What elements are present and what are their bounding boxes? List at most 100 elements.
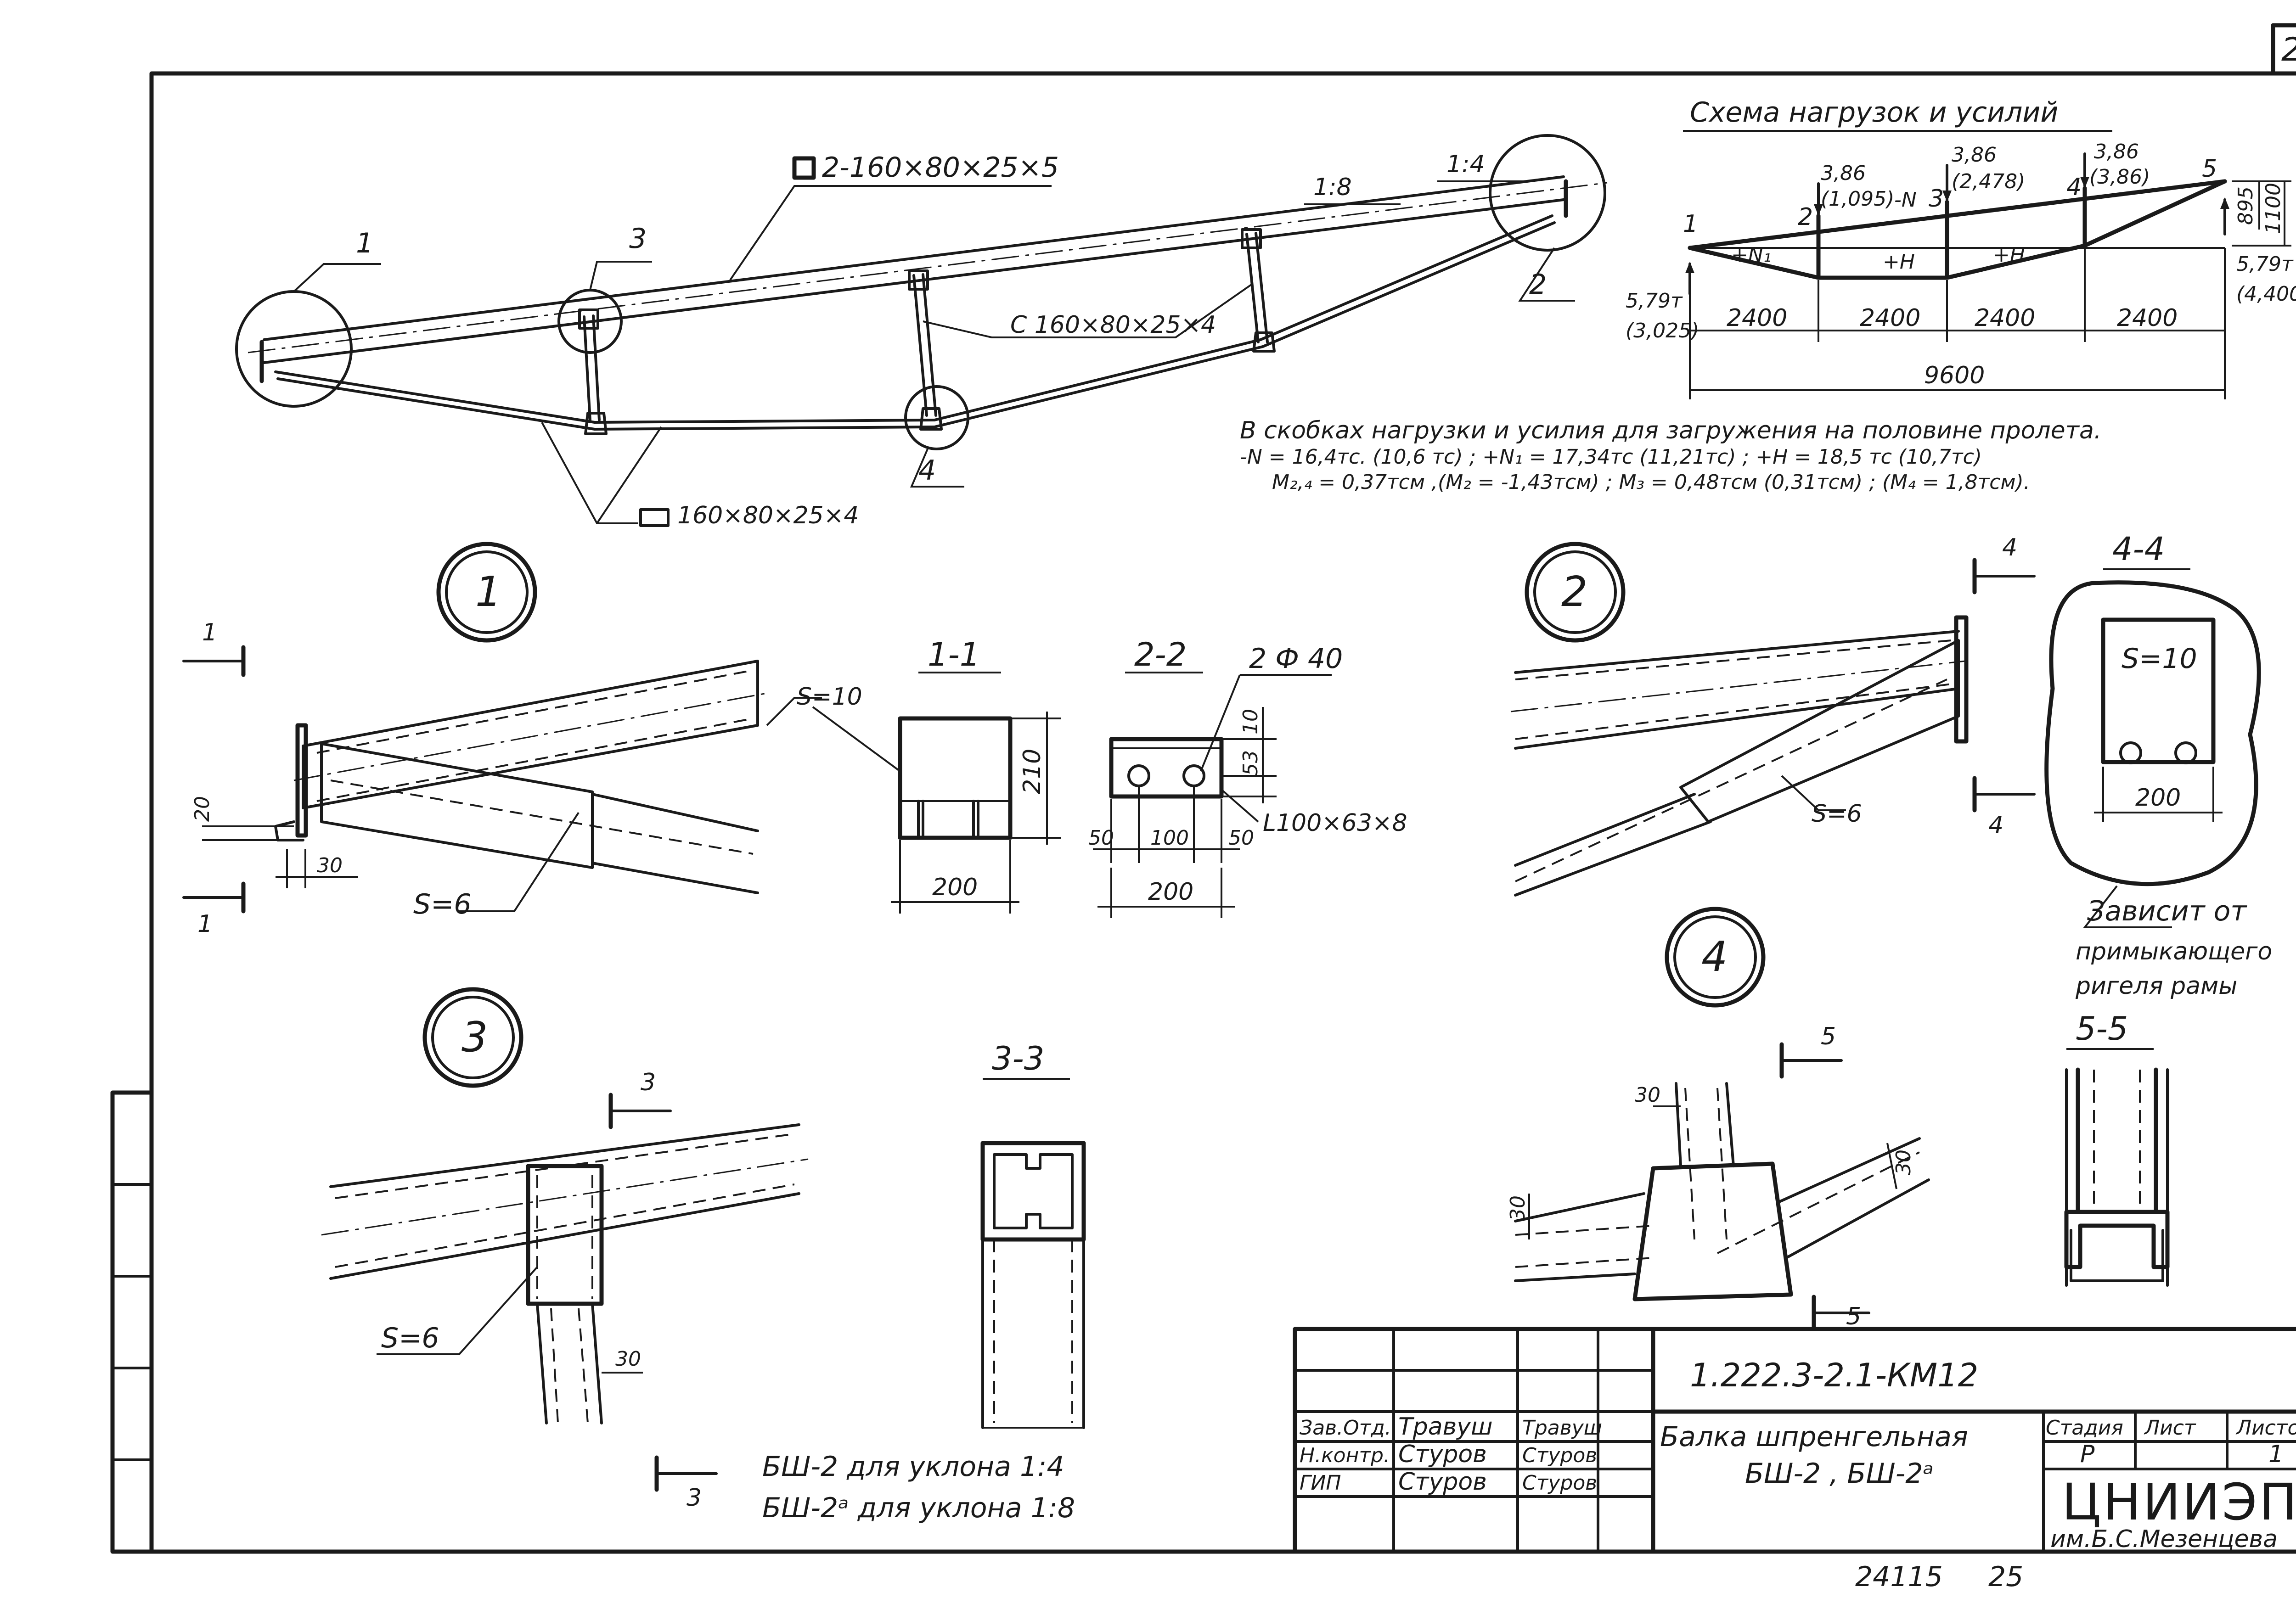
section-1-1: 1-1 210 200: [812, 636, 1061, 914]
detail-3: 3 3 3 30 S=6: [321, 987, 809, 1512]
name-1: Травуш: [1398, 1413, 1493, 1441]
organization-name: ЦНИИЭП: [2062, 1473, 2296, 1531]
role-2: Н.контр.: [1300, 1444, 1390, 1467]
section-4-4-dim-200: 200: [2135, 784, 2181, 812]
scheme-note-2: -N = 16,4тс. (10,6 тс) ; +N₁ = 17,34тс (…: [1240, 445, 1982, 469]
load-3: 3,86: [1952, 143, 1997, 167]
usage-note-2: БШ-2ᵃ для уклона 1:8: [762, 1492, 1075, 1524]
signature-2: Стуров: [1522, 1444, 1597, 1467]
section-2-2: 2-2 2 Ф 40 10 53 50 100 50 200 L100×63×8: [1088, 636, 1407, 918]
footer-number: 24115: [1855, 1561, 1943, 1593]
document-name-2: БШ-2 , БШ-2ᵃ: [1745, 1458, 1934, 1490]
right-reaction: 5,79т: [2236, 252, 2294, 276]
callout-circle-1: [235, 290, 353, 408]
bottom-chord-label: 160×80×25×4: [677, 502, 859, 529]
section-1-1-title: 1-1: [928, 636, 980, 673]
top-chord-label: 2-160×80×25×5: [822, 151, 1059, 184]
section-2-2-dim-50a: 50: [1088, 826, 1114, 850]
detail-2: 2 4 4 S=6: [1510, 534, 2036, 897]
section-4-4-plate: S=10: [2122, 643, 2197, 675]
section-4-4-title: 4-4: [2112, 530, 2165, 568]
name-3: Стуров: [1398, 1468, 1487, 1496]
callout-circle-4: [904, 385, 969, 450]
slope-1-8: 1:8: [1313, 174, 1352, 201]
section-2-2-dim-50b: 50: [1228, 826, 1254, 850]
section-5-5-title: 5-5: [2076, 1010, 2128, 1048]
node-2: 2: [1798, 203, 1813, 231]
main-truss-view: 1 3 2 4 1:8 1:4 2-160×80×25×5 С 160×80×2…: [235, 134, 1608, 529]
node-5: 5: [2202, 155, 2217, 183]
sheets-value: 1: [2268, 1441, 2284, 1468]
section-4-4-note-1: Зависит от: [2087, 895, 2247, 927]
force-n1: +N₁: [1731, 243, 1771, 267]
left-reaction-alt: (3,025): [1626, 319, 1699, 342]
span-4: 2400: [2117, 304, 2178, 332]
section-3-3: 3-3: [980, 1040, 1086, 1429]
section-2-2-dim-10: 10: [1239, 709, 1262, 735]
section-2-2-dim-53: 53: [1239, 750, 1262, 776]
scheme-note-3: M₂,₄ = 0,37тсм ,(M₂ = -1,43тсм) ; M₃ = 0…: [1272, 471, 2030, 494]
detail-1-section-bottom: 1: [197, 910, 213, 938]
section-2-2-dim-200: 200: [1148, 878, 1193, 906]
slope-1-4: 1:4: [1446, 151, 1485, 178]
section-2-2-angle: L100×63×8: [1263, 809, 1407, 837]
height-895: 895: [2234, 186, 2257, 225]
detail-4-dim-30c: 30: [1892, 1149, 1915, 1175]
right-reaction-alt: (4,400): [2236, 282, 2296, 306]
document-name-1: Балка шпренгельная: [1660, 1421, 1968, 1453]
role-3: ГИП: [1300, 1471, 1341, 1495]
post-label: С 160×80×25×4: [1010, 311, 1216, 339]
sheet-frame: 24: [110, 23, 2296, 1554]
title-block: 1.222.3-2.1-КМ12 Балка шпренгельная БШ-2…: [1293, 1327, 2296, 1554]
detail-4-dim-30b: 30: [1506, 1195, 1530, 1221]
load-4: 3,86: [2094, 140, 2139, 163]
section-3-3-title: 3-3: [992, 1040, 1044, 1077]
section-5-5: 5-5: [2064, 1010, 2170, 1287]
load-2-alt: (1,095): [1821, 187, 1894, 211]
scheme-note-1: В скобках нагрузки и усилия для загружен…: [1240, 417, 2101, 444]
dim-20: 20: [191, 796, 214, 822]
detail-2-plate-s6: S=6: [1812, 800, 1862, 828]
section-1-1-dim-210: 210: [1019, 749, 1046, 794]
detail-1-section-top: 1: [202, 619, 217, 646]
detail-1-plate-s10: S=10: [797, 683, 862, 711]
force-n: -N: [1894, 188, 1917, 212]
node-3: 3: [1929, 185, 1944, 213]
load-3-alt: (2,478): [1952, 170, 2025, 193]
stage-value: Р: [2080, 1441, 2095, 1468]
detail-1-plate-s6: S=6: [413, 888, 472, 920]
dim-30: 30: [317, 854, 343, 877]
section-4-4: 4-4 S=10 200 Зависит от примыкающего риг…: [2044, 530, 2272, 1000]
detail-4-dim-30a: 30: [1635, 1083, 1660, 1107]
force-h2: +H: [1993, 243, 2025, 267]
detail-3-section-top: 3: [641, 1069, 656, 1096]
load-4-alt: (3,86): [2089, 165, 2150, 189]
height-1100: 1100: [2262, 183, 2285, 234]
detail-4-section-top: 5: [1821, 1023, 1836, 1050]
detail-3-section-bottom: 3: [687, 1484, 702, 1512]
section-2-2-title: 2-2: [1134, 636, 1187, 673]
section-4-4-note-2: примыкающего: [2076, 938, 2272, 965]
span-3: 2400: [1975, 304, 2035, 332]
usage-note-1: БШ-2 для уклона 1:4: [762, 1451, 1064, 1483]
sheets-header: Листов: [2235, 1416, 2296, 1440]
name-2: Стуров: [1398, 1441, 1487, 1468]
stage-header: Стадия: [2046, 1416, 2123, 1440]
detail-1: 1 1 1 20 30 S=6 S=10: [182, 542, 862, 938]
footer-page: 25: [1988, 1561, 2023, 1593]
signature-1: Травуш: [1522, 1416, 1602, 1440]
sheet-number: 24: [2281, 31, 2296, 68]
load-scheme: Схема нагрузок и усилий 1 2 3 4 5 3,86 (…: [1240, 96, 2296, 494]
organization-subtitle: им.Б.С.Мезенцева: [2050, 1525, 2278, 1553]
total-span: 9600: [1924, 362, 1985, 389]
sheet-header: Лист: [2144, 1416, 2196, 1440]
section-4-4-note-3: ригеля рамы: [2075, 972, 2237, 1000]
detail-4-section-bottom: 5: [1846, 1303, 1861, 1330]
role-1: Зав.Отд.: [1300, 1416, 1391, 1440]
detail-2-section-bottom: 4: [1988, 812, 2003, 839]
callout-label-3: 3: [629, 223, 647, 255]
node-1: 1: [1683, 210, 1698, 238]
callout-label-2: 2: [1529, 269, 1547, 301]
node-4: 4: [2066, 174, 2082, 201]
